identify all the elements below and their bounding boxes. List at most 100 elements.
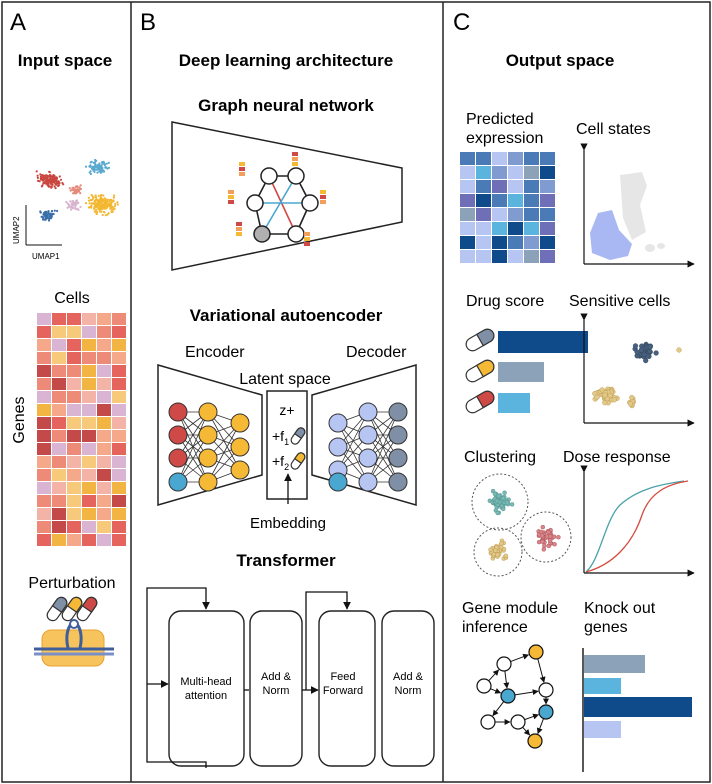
gene-matrix-cell (52, 482, 66, 494)
umap-point (91, 165, 94, 168)
umap-point (92, 161, 95, 164)
gene-matrix-cell (37, 508, 51, 520)
panel-a-title: Input space (18, 51, 112, 70)
gene-matrix-cell (97, 482, 111, 494)
encoder-label: Encoder (185, 344, 245, 361)
resistant-cell (594, 394, 600, 400)
resistant-cell (676, 347, 682, 353)
umap-point (53, 185, 56, 188)
gnn-graph (228, 152, 326, 246)
gene-matrix-cell (37, 365, 51, 377)
gene-matrix-cell (82, 443, 96, 455)
umap-point (109, 205, 112, 208)
add-norm-1-label-1: Add & (261, 671, 292, 683)
umap-point (100, 206, 103, 209)
predicted-matrix-cell (476, 166, 491, 179)
gene-matrix-cell (97, 495, 111, 507)
umap-point (96, 171, 99, 174)
umap-point (93, 168, 97, 171)
predicted-matrix-cell (476, 250, 491, 263)
gene-matrix-cell (112, 352, 126, 364)
drug-score-bar-1 (498, 331, 588, 353)
vae-node (328, 472, 348, 492)
gene-module-edge (522, 726, 531, 736)
umap-point (111, 206, 114, 209)
umap-point (96, 210, 99, 213)
gene-matrix-cell (112, 404, 126, 416)
cluster-point (538, 529, 544, 535)
gene-module-edge (536, 718, 544, 735)
umap-point (40, 178, 43, 181)
gene-matrix-cell (112, 495, 126, 507)
predicted-matrix-cell (460, 166, 475, 179)
umap-point (42, 178, 46, 181)
gene-matrix-cell (37, 378, 51, 390)
gnn-edge (268, 175, 297, 235)
gnn-feature-tile (292, 157, 298, 161)
knock-out-bar-4 (584, 721, 621, 738)
sensitive-cell (647, 344, 653, 350)
gene-matrix-cell (112, 521, 126, 533)
drug-score-bar-2 (498, 362, 544, 382)
umap-point (88, 202, 91, 205)
dose-response-curve-red (585, 480, 689, 573)
umap-point (99, 194, 103, 197)
predicted-matrix-cell (492, 180, 507, 193)
predicted-matrix-cell (540, 222, 555, 235)
vae-node (230, 460, 250, 480)
gnn-feature-tile (320, 190, 326, 194)
umap-point (47, 183, 50, 186)
gene-matrix-cell (82, 430, 96, 442)
umap-point (113, 194, 116, 197)
gene-module-graph (476, 644, 554, 749)
predicted-matrix-cell (492, 236, 507, 249)
latent-f1: +f1 (272, 428, 289, 447)
vae-node (388, 402, 408, 422)
transformer-title: Transformer (236, 551, 336, 570)
sensitive-cell (641, 351, 647, 358)
resistant-cell (627, 401, 634, 407)
cluster-point (504, 500, 510, 505)
vae-node (328, 413, 348, 433)
gene-matrix-cell (97, 508, 111, 520)
gene-matrix-cell (67, 352, 81, 364)
cluster-point (499, 541, 504, 546)
gene-module-label-2: inference (462, 619, 528, 636)
gene-matrix-cell (112, 482, 126, 494)
umap-point (92, 197, 95, 200)
gene-matrix-cell (112, 378, 126, 390)
gene-matrix-cell (97, 456, 111, 468)
gnn-feature-tile (236, 222, 242, 226)
umap-point (76, 185, 79, 188)
gnn-feature-tile (239, 172, 245, 176)
gene-module-edge (524, 713, 540, 721)
gene-matrix-cell (82, 326, 96, 338)
gene-matrix-cell (82, 339, 96, 351)
gene-matrix-cell (67, 378, 81, 390)
resistant-cell (607, 392, 613, 399)
umap-point (103, 197, 106, 200)
gene-matrix-cell (82, 508, 96, 520)
knock-out-bar-3 (584, 697, 692, 717)
umap-point (97, 207, 100, 210)
umap-point (112, 200, 115, 203)
umap-point (95, 208, 98, 211)
gene-matrix-cell (97, 430, 111, 442)
vae-node (198, 472, 218, 492)
gene-matrix-cell (112, 339, 126, 351)
predicted-matrix-cell (540, 236, 555, 249)
gene-module-edge (510, 653, 530, 663)
decoder-label: Decoder (346, 344, 407, 361)
umap-point (99, 196, 102, 199)
gnn-feature-tile (292, 152, 298, 156)
umap-point (79, 192, 82, 195)
umap-point (55, 181, 58, 184)
vae-node (198, 402, 218, 422)
umap-point (50, 215, 53, 218)
dose-response-curve-teal (585, 480, 685, 573)
gene-matrix-cell (67, 339, 81, 351)
dose-response-label: Dose response (563, 449, 671, 466)
cluster-point (494, 498, 500, 504)
dose-response-plot (580, 465, 695, 577)
umap-point (70, 208, 73, 211)
